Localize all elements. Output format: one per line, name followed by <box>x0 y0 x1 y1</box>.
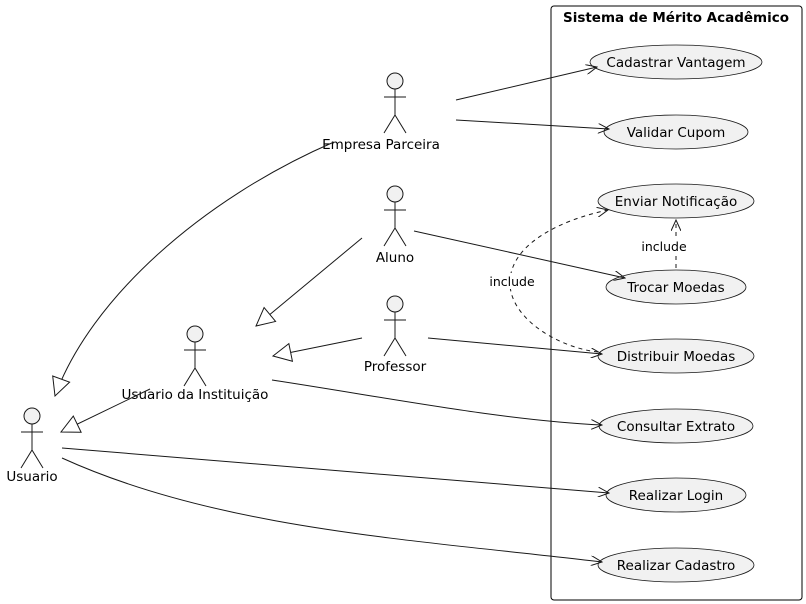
actor-label: Usuario da Instituição <box>122 387 269 403</box>
actor-professor: Professor <box>364 295 427 375</box>
include-label-trocar: include <box>641 239 687 254</box>
include-label-distribuir: include <box>489 274 535 289</box>
assoc-instituicao-extrato <box>271 379 602 425</box>
use-case-distribuir-moedas: Distribuir Moedas <box>597 338 755 374</box>
use-case-label: Validar Cupom <box>627 125 726 141</box>
assoc-aluno-trocar <box>413 230 625 278</box>
include-label-bg <box>640 238 688 254</box>
use-case-consultar-extrato: Consultar Extrato <box>598 408 754 444</box>
use-case-label: Distribuir Moedas <box>617 349 736 365</box>
actor-empresa-parceira: Empresa Parceira <box>322 72 440 153</box>
use-case-label: Realizar Login <box>629 488 723 504</box>
assoc-usuario-cadastro <box>61 457 602 562</box>
generalization-instituicao-usuario <box>61 388 151 432</box>
actor-aluno: Aluno <box>376 185 414 266</box>
actor-usuario-instituicao: Usuario da Instituição <box>122 325 269 403</box>
system-title: Sistema de Mérito Acadêmico <box>563 10 789 26</box>
use-case-label: Trocar Moedas <box>626 280 724 296</box>
use-case-validar-cupom: Validar Cupom <box>603 114 749 150</box>
assoc-professor-distribuir <box>427 337 602 354</box>
actor-label: Empresa Parceira <box>322 137 440 153</box>
generalization-aluno-instituicao <box>256 237 363 326</box>
use-case-realizar-login: Realizar Login <box>605 477 747 513</box>
actor-label: Usuario <box>6 469 57 485</box>
assoc-usuario-login <box>61 447 609 493</box>
use-case-label: Realizar Cadastro <box>617 558 735 574</box>
use-case-cadastrar-vantagem: Cadastrar Vantagem <box>589 44 763 80</box>
assoc-empresa-validar <box>455 119 609 129</box>
actor-usuario: Usuario <box>6 407 58 485</box>
actor-label: Aluno <box>376 250 414 266</box>
system-boundary <box>550 5 803 601</box>
actor-label: Professor <box>364 359 427 375</box>
use-case-realizar-cadastro: Realizar Cadastro <box>597 547 755 583</box>
use-case-label: Consultar Extrato <box>617 419 735 435</box>
use-case-label: Enviar Notificação <box>615 194 738 210</box>
generalization-professor-instituicao <box>273 337 363 356</box>
use-case-enviar-notificacao: Enviar Notificação <box>597 183 755 219</box>
use-case-label: Cadastrar Vantagem <box>606 55 745 71</box>
generalization-empresa-usuario <box>55 141 335 396</box>
use-case-trocar-moedas: Trocar Moedas <box>605 269 747 305</box>
assoc-empresa-cadastrar <box>455 67 597 101</box>
include-label-bg <box>486 273 538 289</box>
